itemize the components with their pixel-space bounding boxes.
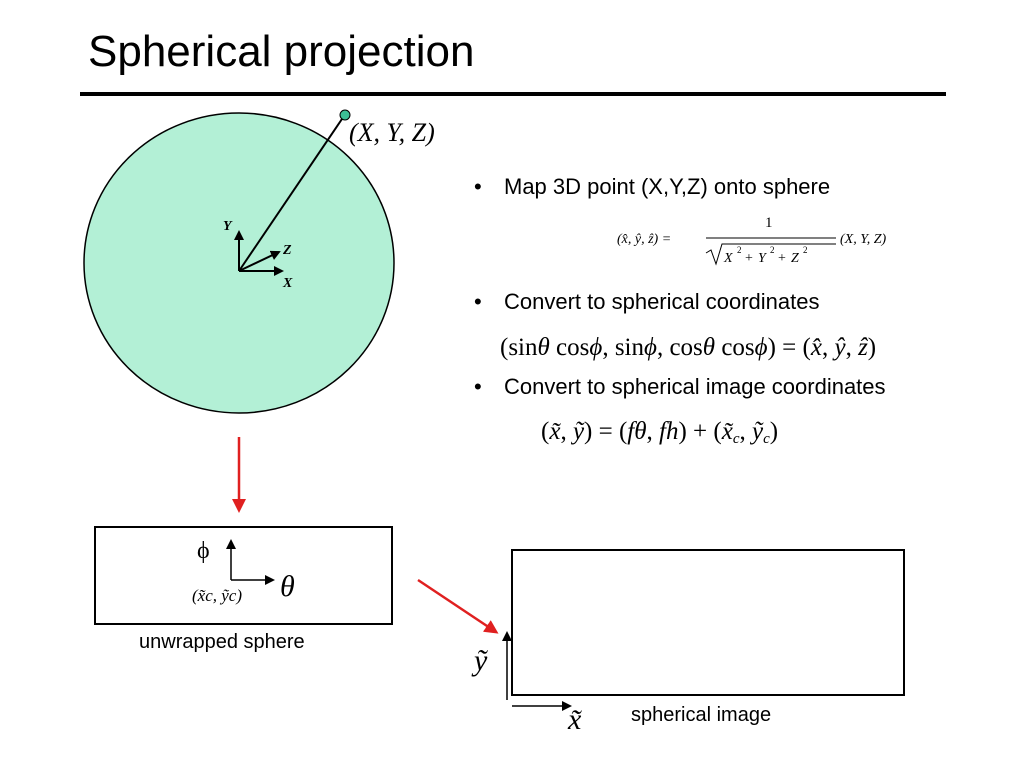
bullet-dot: •	[474, 289, 482, 314]
bullet-map-point: • Map 3D point (X,Y,Z) onto sphere	[474, 174, 830, 200]
bullet-spherical-coords: • Convert to spherical coordinates	[474, 289, 820, 315]
svg-text:2: 2	[737, 245, 742, 255]
svg-text:X: X	[723, 251, 733, 266]
caption-unwrapped-sphere: unwrapped sphere	[139, 631, 305, 653]
equation-normalize: (x̂, ŷ, ẑ) = 1 X 2 + Y 2 + Z 2 (X, Y, Z)	[617, 215, 887, 266]
svg-text:+: +	[778, 251, 786, 266]
caption-spherical-image: spherical image	[631, 704, 772, 726]
svg-text:Y: Y	[758, 251, 768, 266]
spherical-image-box	[511, 549, 905, 696]
bullet-text: Convert to spherical coordinates	[504, 289, 820, 314]
axis-z-label: Z	[282, 243, 292, 258]
image-y-label: ỹ	[471, 644, 488, 677]
axis-z	[238, 250, 281, 272]
axis-y-label: Y	[223, 219, 233, 234]
point-label: (X, Y, Z)	[349, 118, 435, 147]
axis-x-label: X	[282, 276, 293, 291]
svg-text:2: 2	[770, 245, 775, 255]
equation-image: (x̃, ỹ) = (fθ, fh) + (x̃c, ỹc)	[541, 418, 778, 447]
bullet-dot: •	[474, 374, 482, 399]
equation-spherical: (sinθ cosϕ, sinϕ, cosθ cosϕ) = (x̂, ŷ, ẑ…	[500, 334, 876, 361]
theta-label: θ	[280, 570, 295, 603]
svg-text:(x̂, ŷ, ẑ) =: (x̂, ŷ, ẑ) =	[617, 232, 671, 247]
bullet-dot: •	[474, 174, 482, 199]
svg-text:2: 2	[803, 245, 808, 255]
svg-text:Z: Z	[791, 251, 799, 266]
image-x-label: x̃	[567, 703, 582, 736]
title-underline	[80, 92, 946, 96]
svg-text:1: 1	[765, 215, 773, 231]
ray-to-point	[238, 115, 345, 272]
bullet-image-coords: • Convert to spherical image coordinates	[474, 374, 886, 400]
unwrapped-sphere-box	[94, 526, 393, 625]
svg-text:(x̃, ỹ) = (fθ, fh) + (x̃c, ỹc): (x̃, ỹ) = (fθ, fh) + (x̃c, ỹc)	[541, 418, 778, 447]
arrow-unwrapped-to-image	[417, 578, 499, 634]
slide-title: Spherical projection	[88, 27, 475, 76]
bullet-text: Convert to spherical image coordinates	[504, 374, 886, 399]
svg-text:(X, Y, Z): (X, Y, Z)	[840, 232, 887, 247]
svg-text:(sinθ cosϕ, sinϕ, cosθ cosϕ) =: (sinθ cosϕ, sinϕ, cosθ cosϕ) = (x̂, ŷ, ẑ…	[500, 334, 876, 361]
center-label: (x̃c, ỹc)	[192, 586, 242, 605]
bullet-text: Map 3D point (X,Y,Z) onto sphere	[504, 174, 831, 199]
svg-text:+: +	[745, 251, 753, 266]
phi-label: ϕ	[197, 538, 210, 564]
point-xyz	[339, 109, 351, 121]
